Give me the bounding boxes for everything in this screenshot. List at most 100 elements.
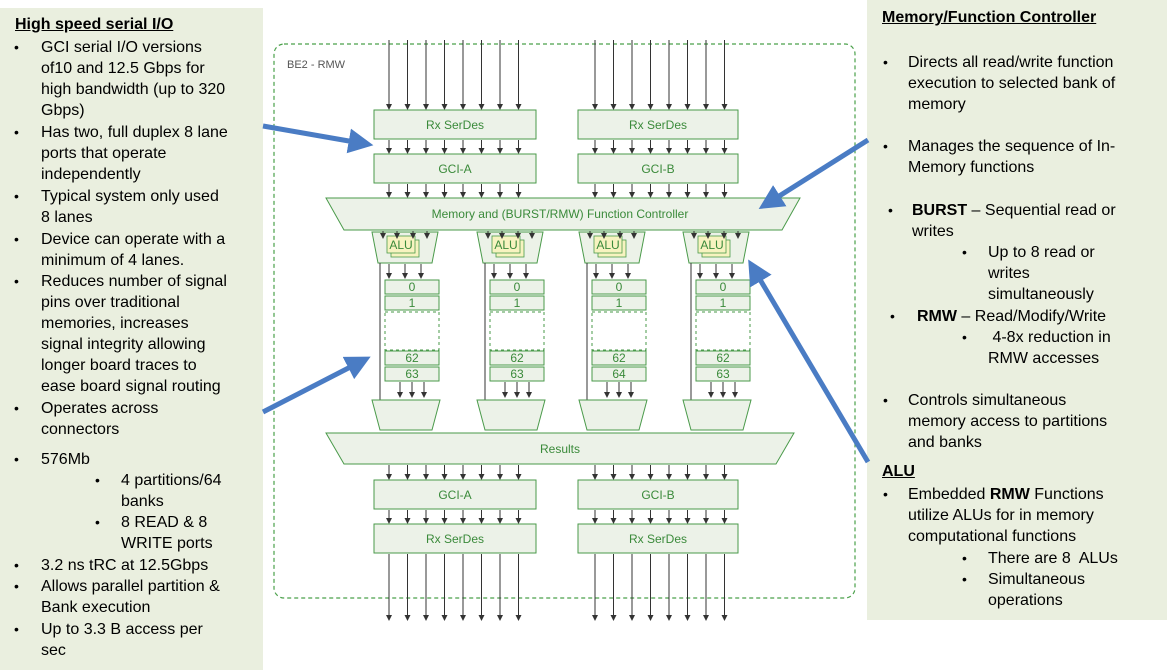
bank-number: 1 <box>409 296 416 310</box>
callout-arrow-controller <box>758 137 870 210</box>
left-text-panel <box>0 8 263 670</box>
bank-cell <box>489 350 545 366</box>
list-line: 576Mb <box>41 451 90 468</box>
alu-label: ALU <box>389 238 412 252</box>
list-line: Operates across <box>41 400 159 417</box>
gci-a-top <box>373 153 537 184</box>
list-line: high bandwidth (up to 320 <box>41 81 226 98</box>
bullet: • <box>14 124 19 140</box>
bank-number: 0 <box>514 280 521 294</box>
function-controller-block <box>325 197 801 231</box>
bank-cell <box>384 366 440 382</box>
bank-number: 63 <box>716 367 730 381</box>
bank-number: 0 <box>616 280 623 294</box>
bullet: • <box>883 392 888 408</box>
gci-a-label: GCI-A <box>438 488 471 502</box>
gci-b-top <box>577 153 739 184</box>
list-line: banks <box>121 493 164 510</box>
bullet: • <box>14 400 19 416</box>
bank-number: 62 <box>716 351 730 365</box>
list-line: signal integrity allowing <box>41 336 206 353</box>
bullet: • <box>14 451 19 467</box>
bank-cell <box>591 366 647 382</box>
output-mux <box>682 399 752 431</box>
list-line: 8 READ & 8 <box>121 514 208 531</box>
list-line: connectors <box>41 421 120 438</box>
bank-number: 1 <box>514 296 521 310</box>
bank-number: 1 <box>720 296 727 310</box>
gci-b-label: GCI-B <box>641 488 674 502</box>
list-line: of10 and 12.5 Gbps for <box>41 60 205 77</box>
bank-cell <box>695 295 751 311</box>
list-line: utilize ALUs for in memory <box>908 507 1094 524</box>
list-line: Directs all read/write function <box>908 54 1114 71</box>
bank-cell <box>591 279 647 295</box>
bank-cell <box>384 295 440 311</box>
list-line: 8 lanes <box>41 209 93 226</box>
bank-cell <box>695 350 751 366</box>
list-line: RMW accesses <box>988 350 1100 367</box>
list-line: pins over traditional <box>41 294 180 311</box>
list-line: Memory functions <box>908 159 1035 176</box>
bank-cell <box>591 295 647 311</box>
list-line: sec <box>41 642 66 659</box>
bullet: • <box>888 202 893 218</box>
bullet: • <box>890 308 895 324</box>
results-block <box>325 432 795 465</box>
list-line: longer board traces to <box>41 357 197 374</box>
list-line: ports that operate <box>41 145 167 162</box>
gci-a-bottom <box>373 479 537 510</box>
alu-label: ALU <box>700 238 723 252</box>
bullet: • <box>14 231 19 247</box>
list-line: simultaneously <box>988 286 1094 303</box>
bank-number: 64 <box>612 367 626 381</box>
gci-b-label: GCI-B <box>641 162 674 176</box>
container-label: BE2 - RMW <box>287 59 346 71</box>
memory-function-controller-title: Memory/Function Controller <box>882 9 1097 26</box>
list-line: Manages the sequence of In- <box>908 138 1116 155</box>
bank-gap <box>489 311 545 351</box>
alu-badge <box>386 235 416 254</box>
list-line: GCI serial I/O versions <box>41 39 202 56</box>
bullet: • <box>14 621 19 637</box>
bank-gap <box>384 311 440 351</box>
list-line: Embedded RMW Functions <box>908 484 1104 505</box>
list-line: Simultaneous <box>988 571 1085 588</box>
term-pre: Embedded <box>908 486 990 503</box>
callout-arrow-alu <box>748 259 871 464</box>
list-line: Up to 8 read or <box>988 244 1095 261</box>
bullet: • <box>14 273 19 289</box>
bullet: • <box>883 138 888 154</box>
list-line: ease board signal routing <box>41 378 221 395</box>
list-line: computational functions <box>908 528 1077 545</box>
bank-cell <box>384 279 440 295</box>
bullet: • <box>883 54 888 70</box>
bold-term: RMW <box>989 486 1030 503</box>
bullet: • <box>95 472 100 488</box>
list-line: Allows parallel partition & <box>41 578 220 595</box>
gci-a-label: GCI-A <box>438 162 471 176</box>
rx-serdes-label: Rx SerDes <box>426 118 484 132</box>
bank-number: 62 <box>510 351 524 365</box>
bank-gap <box>695 311 751 351</box>
bank-cell <box>695 366 751 382</box>
list-line: 3.2 ns tRC at 12.5Gbps <box>41 557 209 574</box>
bank-gap <box>591 311 647 351</box>
list-line: independently <box>41 166 141 183</box>
bullet: • <box>14 188 19 204</box>
callout-arrow-serdes <box>262 123 374 154</box>
alu-label: ALU <box>596 238 619 252</box>
output-mux <box>578 399 648 431</box>
list-line: Up to 3.3 B access per <box>41 621 203 638</box>
list-line: 4-8x reduction in <box>988 329 1111 346</box>
list-line: memory access to partitions <box>908 413 1108 430</box>
rx-serdes-a-top <box>373 109 537 140</box>
list-line: 4 partitions/64 <box>121 472 222 489</box>
controller-label: Memory and (BURST/RMW) Function Controll… <box>432 207 689 221</box>
high-speed-serial-io-title: High speed serial I/O <box>15 16 174 33</box>
